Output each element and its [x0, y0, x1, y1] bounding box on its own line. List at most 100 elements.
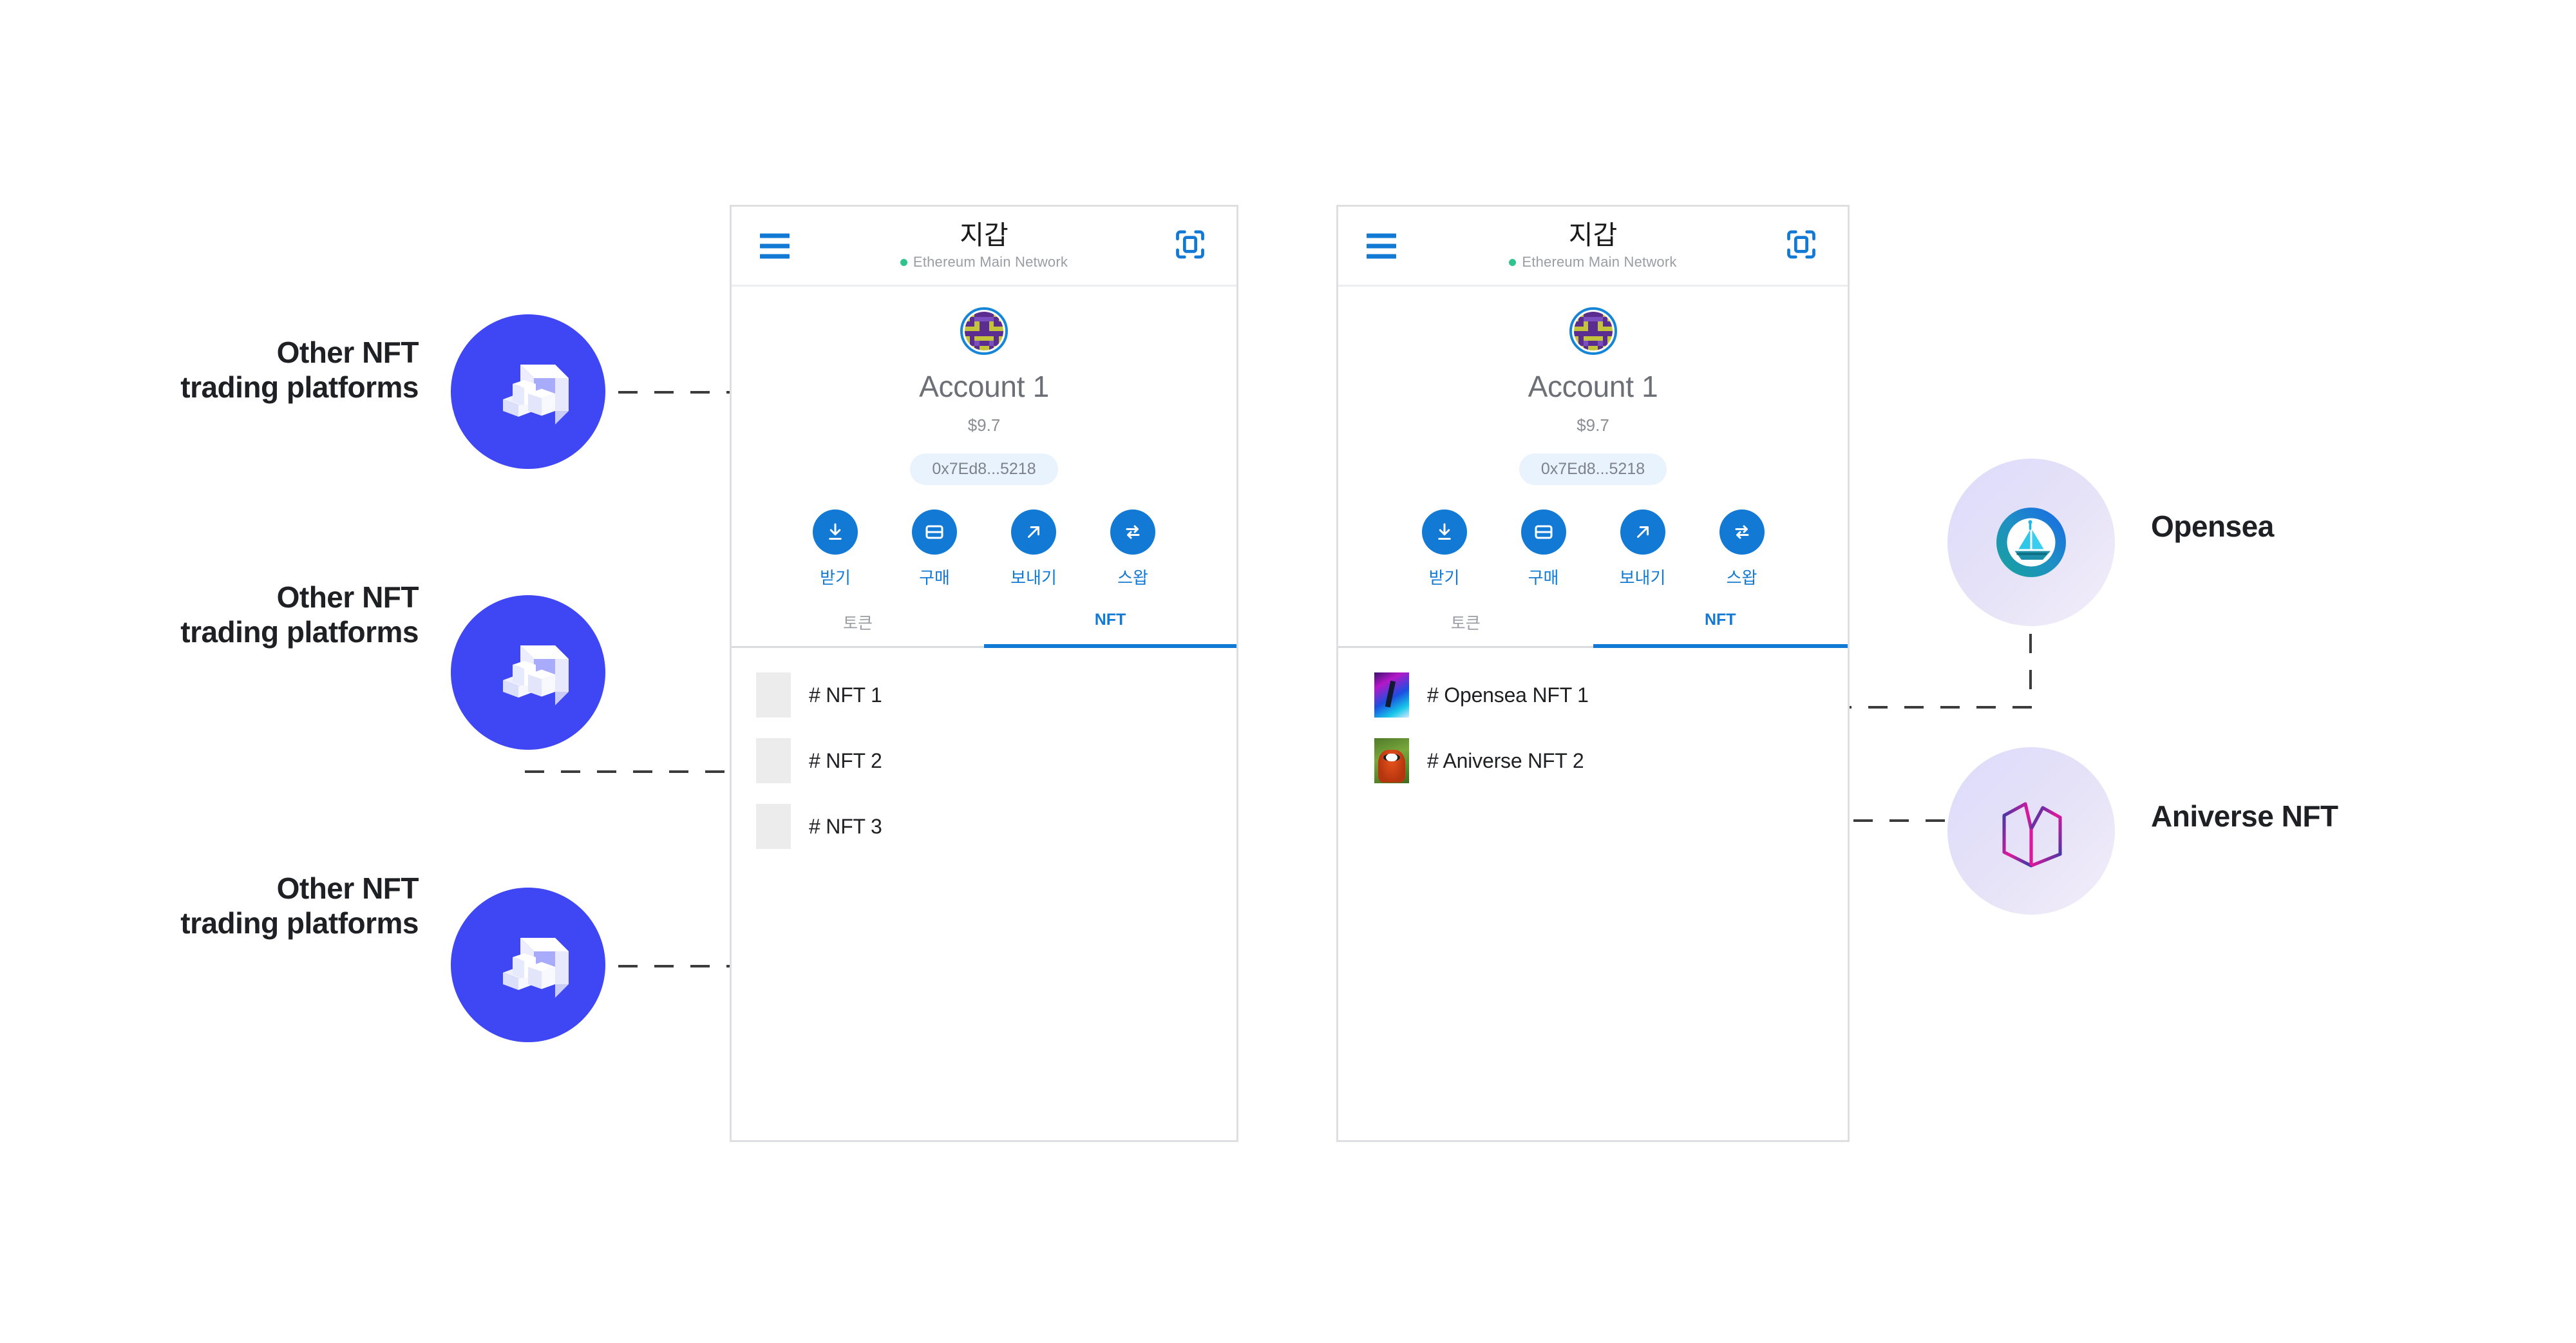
scan-qr-icon	[1176, 230, 1204, 258]
action-swap-label: 스왑	[1117, 568, 1148, 587]
nft-name: # Aniverse NFT 2	[1427, 748, 1584, 772]
avatar[interactable]	[960, 307, 1008, 355]
action-send-button[interactable]: 보내기	[1612, 510, 1674, 589]
phone-right-header-center: 지갑 Ethereum Main Network	[1338, 221, 1848, 270]
action-buttons-row: 받기 구매 보내기	[732, 510, 1236, 589]
left-label-3-line2: trading platforms	[180, 906, 419, 940]
scan-qr-icon	[1787, 230, 1815, 258]
brand-bubble-aniverse[interactable]	[1947, 747, 2115, 915]
nft-cube-isometric-icon	[503, 645, 569, 705]
network-name: Ethereum Main Network	[913, 253, 1068, 270]
action-swap-button[interactable]: 스왑	[1711, 510, 1773, 589]
list-item[interactable]: # NFT 1	[756, 662, 1236, 728]
send-arrow-up-right-icon	[1636, 526, 1649, 538]
platform-icon-1[interactable]	[451, 314, 605, 469]
left-label-2: Other NFT trading platforms	[52, 580, 419, 650]
platform-icon-3[interactable]	[451, 888, 605, 1042]
brand-bubble-opensea[interactable]	[1947, 459, 2115, 626]
page-title: 지갑	[1568, 220, 1618, 250]
tab-active-underline	[1593, 644, 1848, 648]
nft-name: # NFT 3	[809, 814, 882, 838]
swap-arrows-icon	[1735, 525, 1748, 539]
right-label-opensea: Opensea	[2151, 510, 2274, 543]
left-label-2-line1: Other NFT	[276, 580, 419, 614]
action-buy-button[interactable]: 구매	[1513, 510, 1575, 589]
tab-active-underline	[984, 644, 1236, 648]
nft-cube-isometric-icon	[503, 938, 569, 998]
nft-thumbnail-opensea	[1374, 672, 1409, 718]
platform-icon-2[interactable]	[451, 595, 605, 750]
send-arrow-up-right-icon	[1028, 526, 1039, 538]
hamburger-menu-icon[interactable]	[760, 233, 790, 258]
blockie-identicon-avatar	[1573, 312, 1613, 350]
network-status: Ethereum Main Network	[1338, 254, 1848, 271]
phone-right-wallet: 지갑 Ethereum Main Network	[1336, 205, 1850, 1142]
action-receive-label: 받기	[820, 568, 851, 587]
left-label-3-line1: Other NFT	[276, 872, 419, 905]
left-label-1-line1: Other NFT	[276, 336, 419, 369]
account-name: Account 1	[1528, 370, 1658, 403]
swap-arrows-icon	[1126, 525, 1140, 539]
action-swap-label: 스왑	[1726, 568, 1757, 587]
wallet-tabs: 토큰 NFT	[732, 611, 1236, 648]
left-label-1: Other NFT trading platforms	[52, 335, 419, 405]
download-arrow-icon	[1437, 523, 1451, 540]
action-buy-button[interactable]: 구매	[904, 510, 965, 589]
nft-thumbnail-placeholder	[756, 738, 791, 783]
account-name: Account 1	[919, 370, 1049, 403]
tab-token[interactable]: 토큰	[842, 614, 873, 633]
nft-cube-isometric-icon	[503, 365, 569, 424]
list-item[interactable]: # NFT 3	[756, 794, 1236, 859]
scan-qr-button[interactable]	[1173, 227, 1207, 264]
left-label-2-line2: trading platforms	[180, 615, 419, 649]
card-buy-icon	[925, 525, 943, 539]
nft-list-right: # Opensea NFT 1 # Aniverse NFT 2	[1338, 648, 1848, 794]
list-item[interactable]: # Aniverse NFT 2	[1374, 728, 1848, 794]
nft-name: # NFT 1	[809, 683, 882, 707]
nft-name: # Opensea NFT 1	[1427, 683, 1589, 707]
tab-nft[interactable]: NFT	[1704, 611, 1736, 629]
avatar[interactable]	[1569, 307, 1617, 355]
left-label-3: Other NFT trading platforms	[52, 871, 419, 941]
nft-thumbnail-placeholder	[756, 804, 791, 849]
phone-left-wallet: 지갑 Ethereum Main Network	[730, 205, 1238, 1142]
action-swap-button[interactable]: 스왑	[1102, 510, 1164, 589]
action-receive-button[interactable]: 받기	[804, 510, 866, 589]
aniverse-n-logo-icon	[2002, 802, 2062, 868]
card-buy-icon	[1535, 525, 1552, 539]
action-buy-label: 구매	[919, 568, 950, 587]
network-status-dot	[900, 258, 907, 266]
download-arrow-icon	[829, 523, 842, 540]
action-send-button[interactable]: 보내기	[1003, 510, 1065, 589]
nft-thumbnail-aniverse	[1374, 738, 1409, 783]
list-item[interactable]: # Opensea NFT 1	[1374, 662, 1848, 728]
tab-nft[interactable]: NFT	[1094, 611, 1126, 629]
left-label-1-line2: trading platforms	[180, 370, 419, 405]
hamburger-menu-icon[interactable]	[1367, 233, 1396, 258]
action-receive-button[interactable]: 받기	[1414, 510, 1475, 589]
action-buttons-row: 받기 구매 보내기	[1338, 510, 1848, 589]
nft-thumbnail-placeholder	[756, 672, 791, 718]
account-address-pill[interactable]: 0x7Ed8...5218	[910, 453, 1058, 485]
phone-left-header-center: 지갑 Ethereum Main Network	[732, 221, 1236, 270]
phone-left-header: 지갑 Ethereum Main Network	[732, 207, 1236, 287]
account-summary: Account 1 $9.7 0x7Ed8...5218	[732, 287, 1236, 485]
account-address-pill[interactable]: 0x7Ed8...5218	[1519, 453, 1667, 485]
tab-token[interactable]: 토큰	[1450, 614, 1481, 633]
blockie-identicon-avatar	[965, 312, 1003, 350]
list-item[interactable]: # NFT 2	[756, 728, 1236, 794]
page-title: 지갑	[960, 220, 1009, 250]
account-balance: $9.7	[1577, 415, 1609, 435]
action-receive-label: 받기	[1428, 568, 1460, 587]
scan-qr-button[interactable]	[1785, 227, 1818, 264]
network-status-dot	[1509, 258, 1517, 266]
action-send-label: 보내기	[1619, 568, 1666, 587]
wallet-tabs: 토큰 NFT	[1338, 611, 1848, 648]
nft-name: # NFT 2	[809, 748, 882, 772]
right-label-aniverse: Aniverse NFT	[2151, 799, 2338, 833]
action-buy-label: 구매	[1528, 568, 1559, 587]
opensea-ship-logo-icon	[1996, 508, 2066, 577]
action-send-label: 보내기	[1010, 568, 1057, 587]
